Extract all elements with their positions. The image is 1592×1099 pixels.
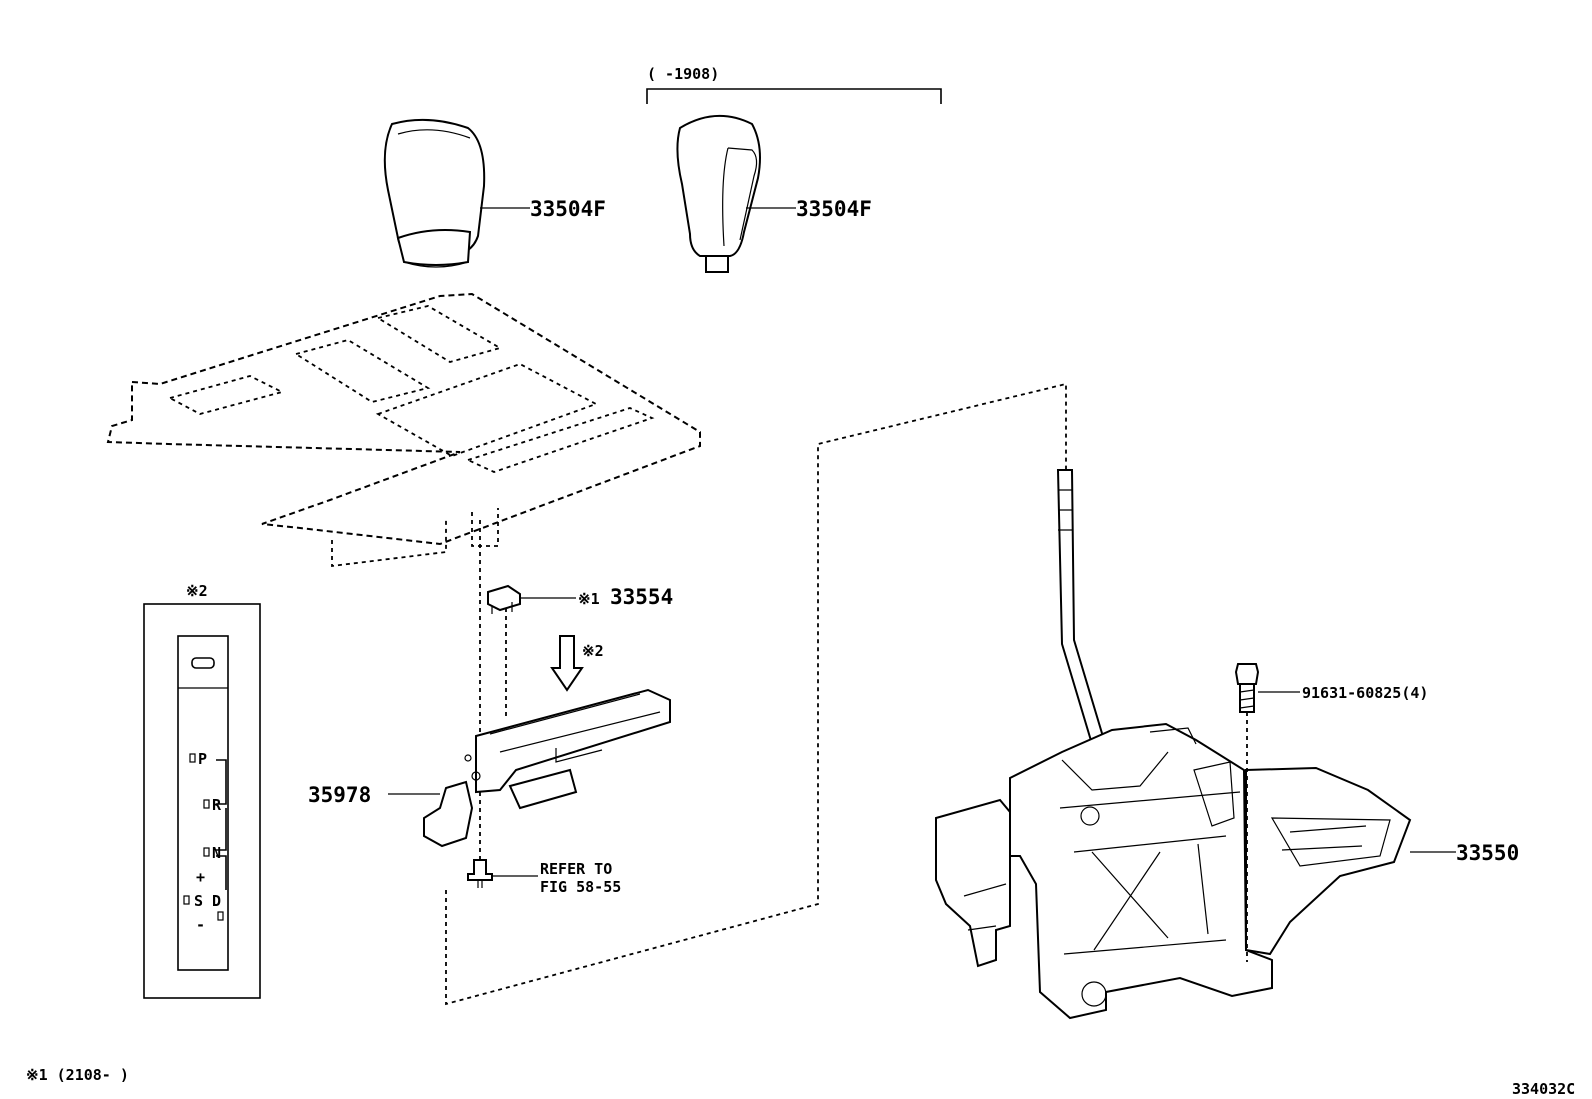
- shift-knob-right[interactable]: [676, 114, 761, 273]
- label-refer-line2: FIG 58-55: [540, 878, 621, 896]
- label-knob-right: 33504F: [796, 197, 872, 221]
- shift-lever-assembly[interactable]: [935, 469, 1412, 1020]
- gate-s: S: [194, 892, 203, 910]
- gate-r: R: [212, 796, 222, 814]
- assembly-outline: [445, 382, 1067, 1006]
- gate-minus: -: [196, 916, 205, 934]
- label-bolt-part: 91631-60825(4): [1302, 684, 1428, 702]
- label-arrow-mark: ※2: [582, 642, 604, 660]
- label-lock-mark: ※1: [578, 590, 600, 608]
- label-knob-right-range: ( -1908): [647, 65, 719, 83]
- gate-p: P: [198, 750, 207, 768]
- diagram-code: 334032C: [1512, 1080, 1575, 1098]
- label-lock-part: 33554: [610, 585, 673, 609]
- position-switch[interactable]: [423, 688, 671, 848]
- label-switch-part: 35978: [308, 783, 371, 807]
- gate-plus: +: [196, 868, 205, 886]
- label-knob-left: 33504F: [530, 197, 606, 221]
- gate-d: D: [212, 892, 221, 910]
- shift-lock-part[interactable]: [487, 584, 521, 614]
- bracket-bolt[interactable]: [1234, 663, 1260, 713]
- mounting-screw[interactable]: [467, 859, 493, 888]
- shift-knob-left[interactable]: [383, 118, 486, 268]
- footnote: ※1 (2108- ): [26, 1066, 129, 1084]
- gate-n: N: [212, 844, 221, 862]
- label-panel-mark: ※2: [186, 582, 208, 600]
- bracket-knob-right: [646, 88, 942, 104]
- console-panel: [106, 292, 701, 568]
- label-refer-line1: REFER TO: [540, 860, 612, 878]
- shift-indicator-panel: [143, 603, 261, 999]
- install-arrow: [550, 635, 584, 692]
- label-shifter-part: 33550: [1456, 841, 1519, 865]
